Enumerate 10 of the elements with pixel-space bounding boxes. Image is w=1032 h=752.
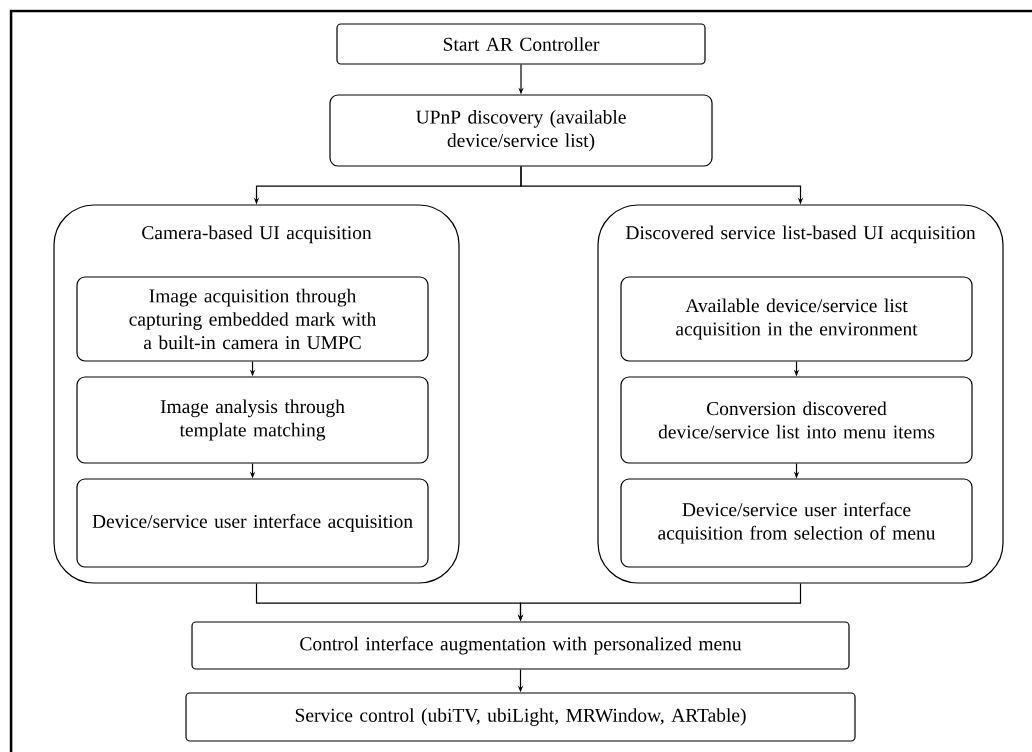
process-box: Start AR Controller (336, 23, 706, 65)
process-box: Control interface augmentation with personalized menu (191, 621, 850, 670)
process-box: Conversion discovered device/service list into menu items (620, 376, 973, 464)
process-box: Device/service user interface acquisition (76, 478, 429, 568)
process-box: Service control (ubiTV, ubiLight, MRWindow, ARTable) (185, 692, 856, 742)
process-box: Available device/service list acquisition in the environment (620, 276, 973, 362)
process-box: Image analysis through template matching (76, 376, 429, 464)
process-box: Device/service user interface acquisition from selection of menu (620, 478, 973, 568)
process-box: UPnP discovery (available device/service list) (329, 94, 713, 167)
process-box: Image acquisition through capturing embedded mark with a built-in camera in UMPC (76, 276, 429, 362)
